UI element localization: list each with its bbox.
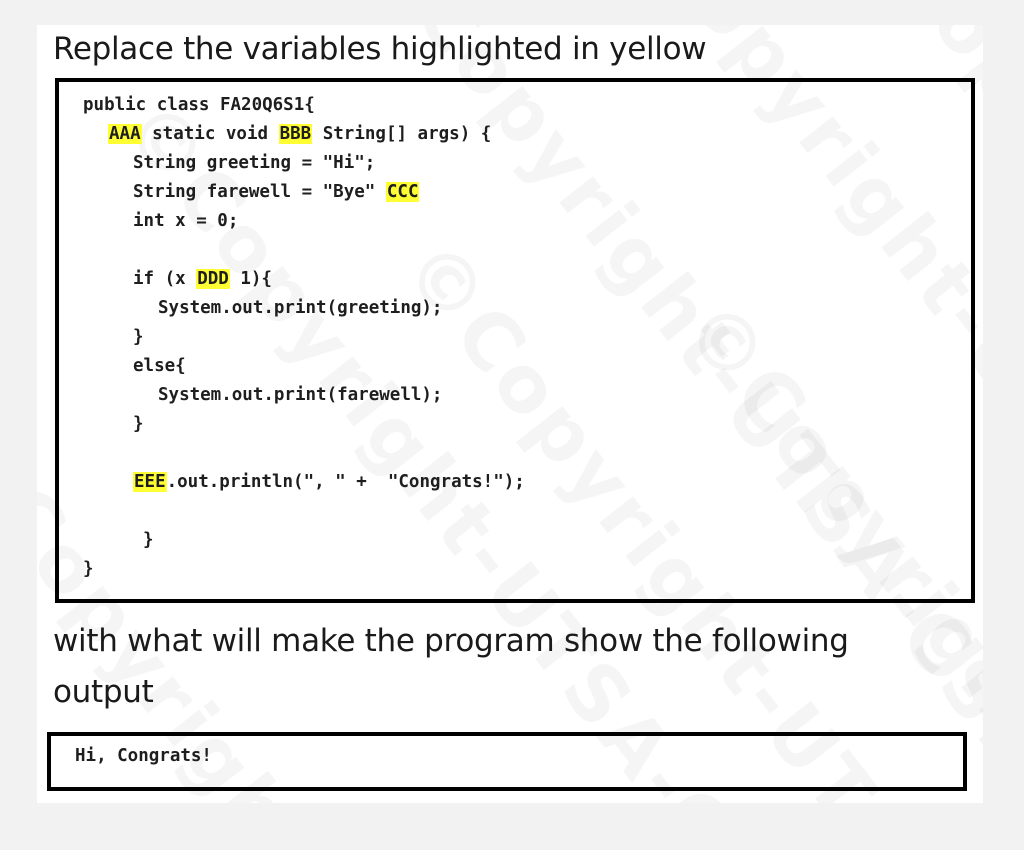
placeholder-ddd: DDD xyxy=(196,269,230,289)
code-text: } xyxy=(133,327,144,347)
code-line: System.out.print(greeting); xyxy=(158,296,442,320)
slide: ©Copyright-UTSA-CS1083-FALL-2020©Copyrig… xyxy=(37,25,983,803)
code-line: else{ xyxy=(133,354,186,378)
code-text: } xyxy=(133,414,144,434)
code-line: } xyxy=(83,557,94,581)
code-text: int x = 0; xyxy=(133,211,239,231)
code-text: if (x xyxy=(133,269,197,289)
code-line: AAA static void BBB String[] args) { xyxy=(108,122,491,146)
code-text: String[] args) { xyxy=(312,124,492,144)
code-line: EEE.out.println(", " + "Congrats!"); xyxy=(133,470,525,494)
code-line: if (x DDD 1){ xyxy=(133,267,272,291)
code-text: 1){ xyxy=(229,269,272,289)
code-line: String farewell = "Bye" CCC xyxy=(133,180,420,204)
code-line: int x = 0; xyxy=(133,209,238,233)
placeholder-aaa: AAA xyxy=(108,124,142,144)
code-line: } xyxy=(133,325,144,349)
code-line: String greeting = "Hi"; xyxy=(133,151,375,175)
placeholder-ccc: CCC xyxy=(385,182,420,202)
code-text: else{ xyxy=(133,356,186,376)
slide-title: Replace the variables highlighted in yel… xyxy=(53,31,707,67)
placeholder-bbb: BBB xyxy=(278,124,313,144)
code-text: public class FA20Q6S1{ xyxy=(83,95,315,115)
code-text: static void xyxy=(141,124,279,144)
code-text: } xyxy=(83,559,94,579)
code-line: System.out.print(farewell); xyxy=(158,383,442,407)
placeholder-eee: EEE xyxy=(133,472,167,492)
expected-output-text: Hi, Congrats! xyxy=(75,746,212,766)
output-box: Hi, Congrats! xyxy=(47,732,967,791)
code-line: public class FA20Q6S1{ xyxy=(83,93,315,117)
instruction-line-2: output xyxy=(53,674,154,710)
code-text: System.out.print(farewell); xyxy=(158,385,443,405)
code-text: .out.println(", " + "Congrats!"); xyxy=(166,472,525,492)
code-line: } xyxy=(133,412,144,436)
code-text: String greeting = "Hi"; xyxy=(133,153,376,173)
instruction-line-1: with what will make the program show the… xyxy=(53,623,849,659)
code-line: } xyxy=(143,528,154,552)
code-text: } xyxy=(143,530,154,550)
code-box: public class FA20Q6S1{ AAA static void BB… xyxy=(55,78,975,603)
code-text: String farewell = "Bye" xyxy=(133,182,386,202)
code-text: System.out.print(greeting); xyxy=(158,298,443,318)
